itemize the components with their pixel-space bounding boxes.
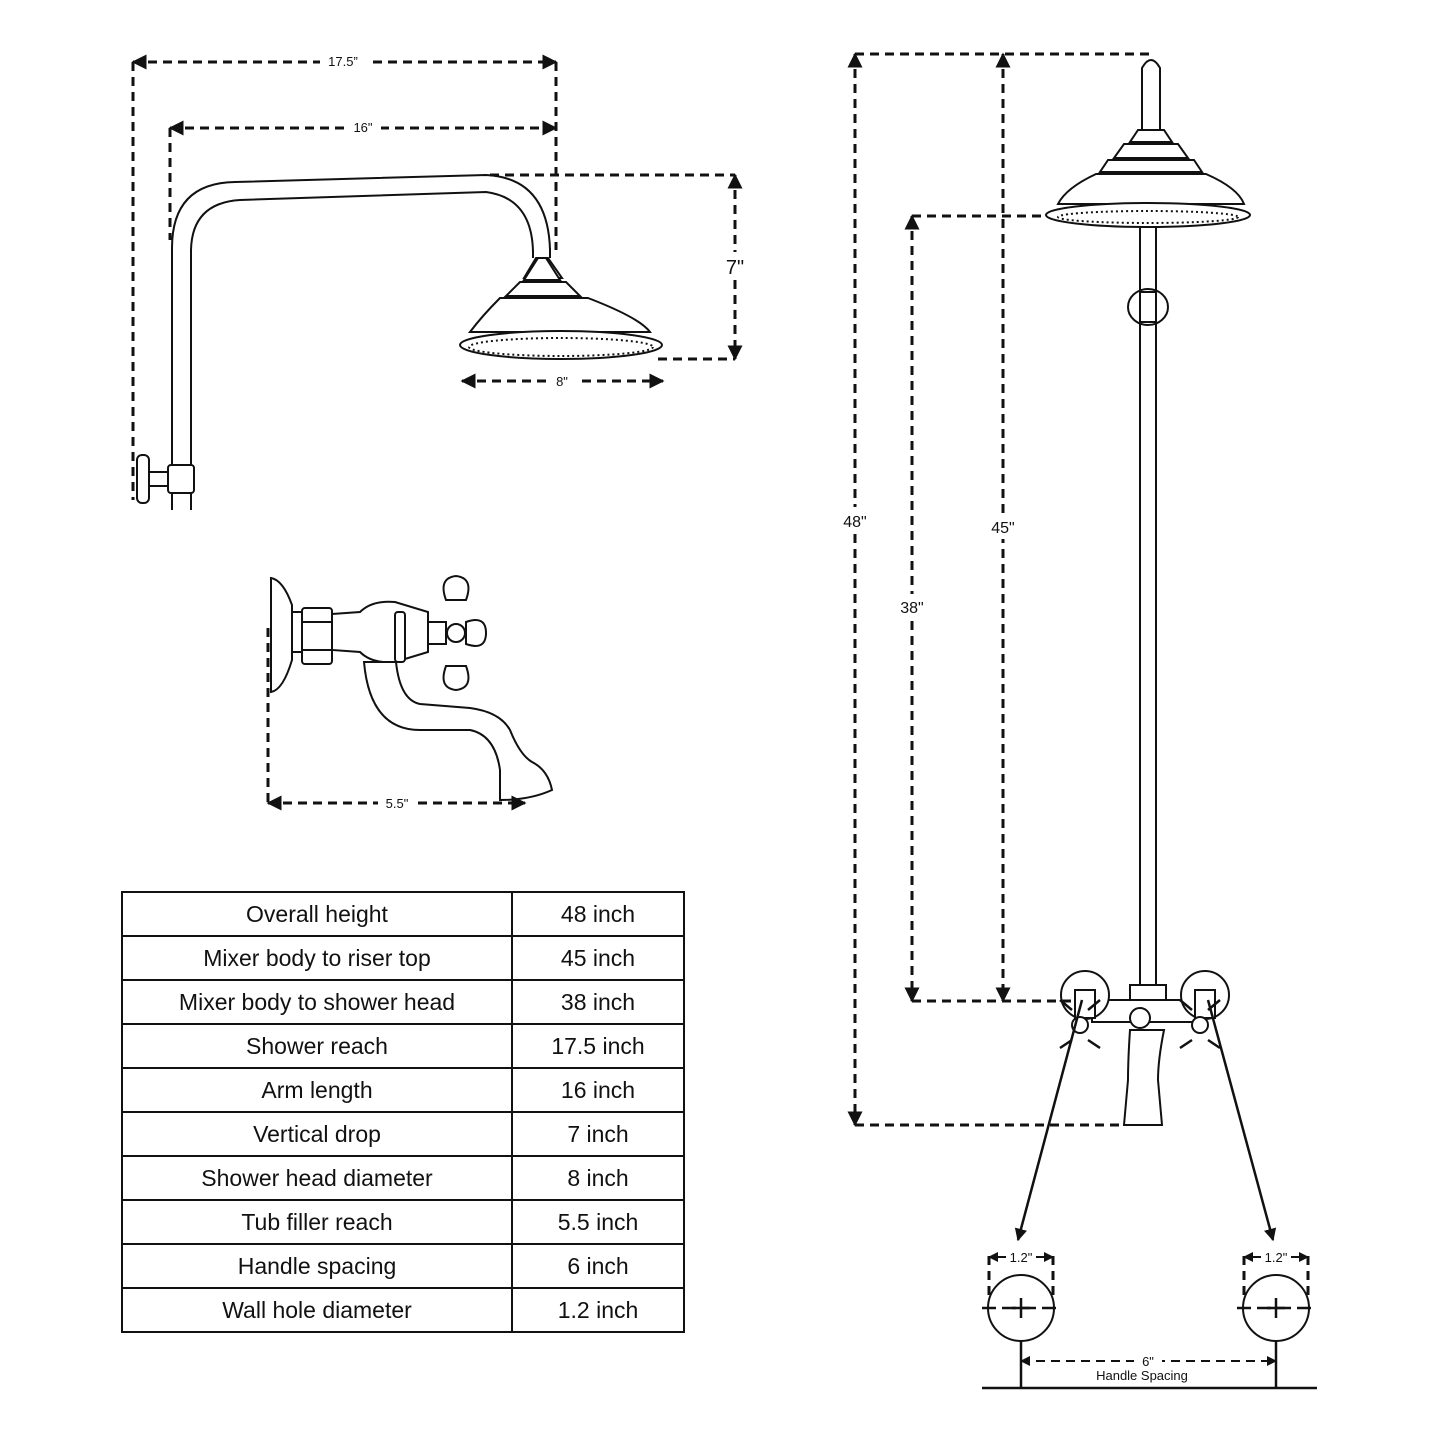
spec-value: 8 inch	[511, 1155, 685, 1201]
label-head-diameter: 8"	[556, 374, 568, 389]
spec-label: Shower head diameter	[121, 1155, 513, 1201]
dim-overall-height: 48"	[836, 52, 1150, 1127]
dim-vertical-drop: 7"	[490, 173, 748, 361]
spec-label: Vertical drop	[121, 1111, 513, 1157]
spec-value: 17.5 inch	[511, 1023, 685, 1069]
dim-handle-spacing: 6" Handle Spacing	[982, 1341, 1317, 1390]
dim-shower-reach: 17.5”	[131, 52, 558, 500]
shower-head-small	[459, 257, 663, 360]
label-hole-right: 1.2"	[1265, 1250, 1288, 1265]
label-handle-spacing: 6"	[1142, 1354, 1154, 1369]
spec-value: 7 inch	[511, 1111, 685, 1157]
spec-label: Mixer body to riser top	[121, 935, 513, 981]
shower-arm-drawing	[136, 173, 551, 510]
dim-tub-filler-reach: 5.5"	[266, 628, 527, 812]
spec-value: 16 inch	[511, 1067, 685, 1113]
label-hole-left: 1.2"	[1010, 1250, 1033, 1265]
label-vertical-drop: 7"	[726, 257, 744, 279]
spec-label: Wall hole diameter	[121, 1287, 513, 1333]
spec-label: Overall height	[121, 891, 513, 937]
label-riser-top: 45"	[991, 520, 1014, 537]
dim-shower-head-height: 38"	[893, 214, 1046, 1003]
spec-value: 6 inch	[511, 1243, 685, 1289]
spec-value: 45 inch	[511, 935, 685, 981]
dim-head-diameter: 8"	[460, 372, 665, 390]
spec-value: 48 inch	[511, 891, 685, 937]
label-handle-spacing-caption: Handle Spacing	[1096, 1368, 1188, 1383]
dim-riser-top: 45"	[912, 52, 1075, 1003]
wall-hole-right: 1.2"	[1237, 1248, 1317, 1342]
spec-label: Mixer body to shower head	[121, 979, 513, 1025]
tub-filler-drawing	[270, 574, 554, 802]
label-overall-height: 48"	[843, 514, 866, 531]
spec-label: Tub filler reach	[121, 1199, 513, 1245]
label-arm-length: 16"	[353, 120, 372, 135]
label-tub-filler-reach: 5.5"	[386, 796, 409, 811]
spec-label: Arm length	[121, 1067, 513, 1113]
label-shower-head-height: 38"	[900, 600, 923, 617]
spec-label: Handle spacing	[121, 1243, 513, 1289]
spec-value: 38 inch	[511, 979, 685, 1025]
label-shower-reach: 17.5”	[328, 54, 358, 69]
riser-drawing	[1045, 59, 1251, 1126]
wall-hole-left: 1.2"	[982, 1248, 1062, 1342]
spec-value: 1.2 inch	[511, 1287, 685, 1333]
spec-value: 5.5 inch	[511, 1199, 685, 1245]
dim-arm-length: 16"	[168, 118, 558, 240]
spec-label: Shower reach	[121, 1023, 513, 1069]
